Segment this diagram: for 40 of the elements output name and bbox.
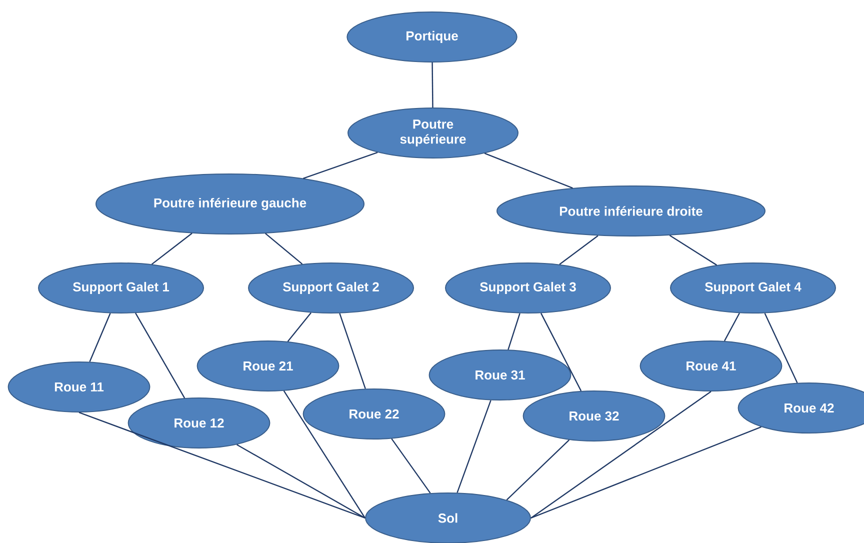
ellipse-node: Poutre supérieure [348,108,518,158]
connector-line [302,152,378,179]
ellipse-node: Roue 42 [738,382,864,434]
ellipse-node: Roue 21 [196,340,340,392]
ellipse-node: Roue 32 [522,390,666,442]
ellipse-node: Support Galet 2 [248,262,414,314]
connector-line [484,152,573,189]
ellipse-node: Roue 22 [302,388,446,440]
connector-line [559,235,598,265]
connector-line [764,312,798,384]
ellipse-node: Poutre inférieure droite [496,186,766,236]
ellipse-node: Roue 12 [128,398,270,448]
connector-line [78,412,366,519]
connector-line [283,390,366,518]
connector-line [456,400,492,493]
connector-line [151,232,192,265]
ellipse-node: Support Galet 3 [445,262,611,314]
connector-line [89,313,111,362]
ellipse-node: Roue 31 [428,350,572,400]
ellipse-node: Roue 11 [8,362,150,412]
connector-line [432,62,434,108]
connector-line [530,391,712,518]
connector-line [287,312,312,342]
ellipse-node: Support Galet 4 [670,262,836,314]
connector-line [339,313,366,389]
ellipse-node: Portique [346,12,518,62]
ellipse-node: Poutre inférieure gauche [96,174,364,234]
ellipse-node: Roue 41 [640,340,782,392]
connector-line [506,439,570,500]
ellipse-node: Support Galet 1 [38,262,204,314]
connector-line [236,444,366,519]
connector-line [724,312,740,342]
connector-line [669,234,717,266]
connector-line [135,312,186,398]
connector-line [508,313,520,350]
connector-line [391,438,431,494]
ellipse-node: Sol [365,492,531,543]
connector-line [265,232,303,265]
connector-line [530,426,762,519]
connector-line [540,312,582,392]
